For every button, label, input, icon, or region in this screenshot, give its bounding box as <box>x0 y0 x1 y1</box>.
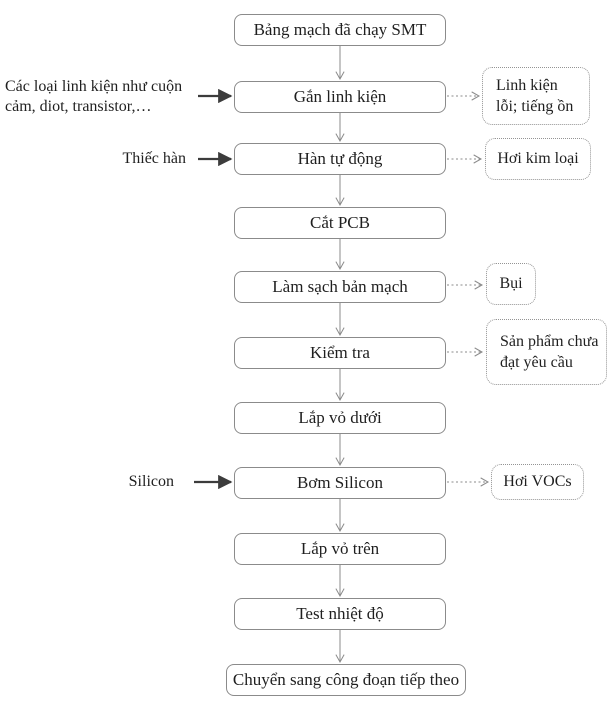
step-clean-board: Làm sạch bản mạch <box>234 271 446 303</box>
input-label-components: Các loại linh kiện như cuộn cảm, diot, t… <box>5 78 183 115</box>
step-auto-solder: Hàn tự động <box>234 143 446 175</box>
step-temp-test: Test nhiệt độ <box>234 598 446 630</box>
step-silicon-fill: Bơm Silicon <box>234 467 446 499</box>
output-box-dust: Bụi <box>486 263 536 305</box>
step-bottom-cover: Lắp vỏ dưới <box>234 402 446 434</box>
step-smt-board: Bảng mạch đã chạy SMT <box>234 14 446 46</box>
step-inspect: Kiểm tra <box>234 337 446 369</box>
output-box-metal-fume: Hơi kim loại <box>485 138 591 180</box>
output-box-rejects: Sản phẩm chưa đạt yêu cầu <box>486 319 607 385</box>
input-label-solder: Thiếc hàn <box>122 150 186 167</box>
step-top-cover: Lắp vỏ trên <box>234 533 446 565</box>
input-label-silicon: Silicon <box>128 473 174 490</box>
step-cut-pcb: Cắt PCB <box>234 207 446 239</box>
step-next-stage: Chuyển sang công đoạn tiếp theo <box>226 664 466 696</box>
step-mount-components: Gắn linh kiện <box>234 81 446 113</box>
output-box-voc: Hơi VOCs <box>491 464 584 500</box>
output-box-defects: Linh kiện lỗi; tiếng ồn <box>482 67 590 125</box>
